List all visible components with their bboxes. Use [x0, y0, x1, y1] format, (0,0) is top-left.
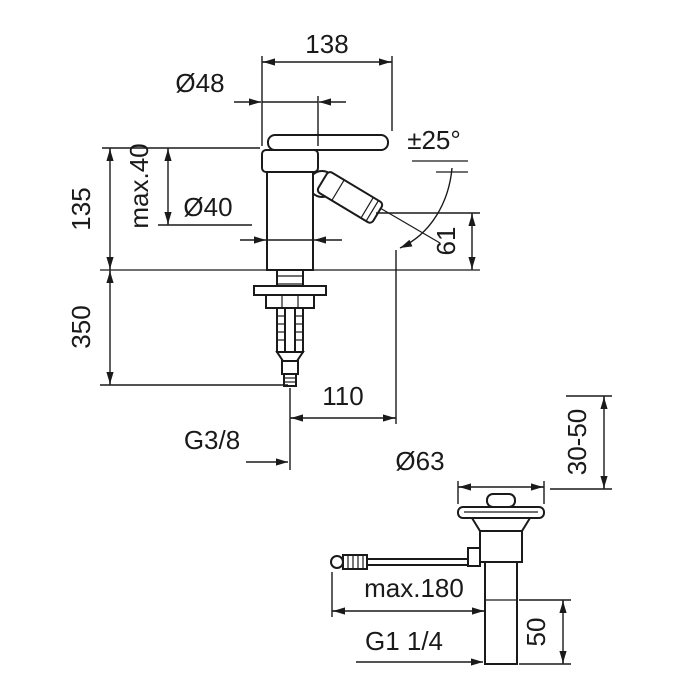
dim-138-label: 138 [305, 29, 348, 59]
rod-end-knob [330, 555, 344, 569]
angle-25-label: ±25° [407, 125, 461, 155]
hose-taper [275, 351, 305, 362]
dim-max180-label: max.180 [364, 573, 464, 603]
thread-g114-label: G1 1/4 [365, 626, 443, 656]
dimension-max-180: max.180 [331, 572, 485, 617]
lever-handle [267, 134, 389, 151]
dimension-dia-40: Ø40 [183, 192, 342, 244]
dimension-dia-48: Ø48 [175, 68, 346, 146]
nut-facet-lines [281, 295, 299, 308]
dimension-height-61: 61 [376, 212, 480, 270]
tailpipe [484, 561, 518, 665]
dim-50-label: 50 [521, 618, 551, 647]
dimension-width-138: 138 [261, 29, 393, 146]
dimension-reach-110: 110 [289, 250, 397, 470]
dim-max40-label: max.40 [124, 143, 154, 228]
fitting-thread-lines [284, 377, 296, 383]
shank-thread-lines [277, 275, 303, 285]
aerator-lines [331, 179, 379, 222]
hose-end-fitting [283, 373, 297, 387]
hose-rib-lines [277, 315, 303, 341]
dim-dia48-label: Ø48 [175, 68, 224, 98]
plug-knob [486, 493, 516, 508]
rod-gland [467, 547, 481, 567]
annotation-drain-thread: G1 1/4 [356, 626, 483, 666]
bidet-spout [316, 171, 384, 224]
popup-rod [366, 558, 469, 566]
dim-61-label: 61 [431, 227, 461, 256]
dim-110-label: 110 [322, 381, 363, 411]
dimension-max-40: max.40 [102, 143, 260, 229]
dim-dia63-label: Ø63 [395, 446, 444, 476]
dim-dia40-label: Ø40 [183, 192, 232, 222]
hose-connector [281, 360, 299, 375]
mounting-washer [253, 285, 327, 296]
faucet-body [266, 169, 314, 271]
waste-body [479, 530, 523, 563]
dimension-height-50: 50 [519, 599, 571, 665]
waste-taper [470, 517, 532, 532]
faucet-undercounter-hardware [253, 267, 327, 387]
mounting-nut [265, 294, 315, 309]
flex-hose-right [294, 307, 304, 353]
dim-135-label: 135 [66, 187, 96, 230]
dimension-dia-63: Ø63 [395, 446, 545, 504]
dim-350-label: 350 [66, 305, 96, 348]
faucet-body-drawing [261, 134, 389, 271]
thread-g38-label: G3/8 [184, 425, 240, 455]
dimension-range-30-50: 30-50 [550, 395, 612, 490]
dim-30-50-label: 30-50 [562, 409, 592, 476]
dimension-length-350: 350 [66, 270, 288, 386]
knurl-lines [347, 556, 364, 568]
annotation-hose-thread: G3/8 [184, 425, 288, 466]
dimension-height-135: 135 [66, 148, 114, 270]
flex-hose-left [276, 307, 286, 353]
cartridge-cap [261, 149, 319, 173]
popup-waste-drawing [330, 493, 545, 665]
annotation-swivel-angle: ±25° [379, 125, 468, 249]
